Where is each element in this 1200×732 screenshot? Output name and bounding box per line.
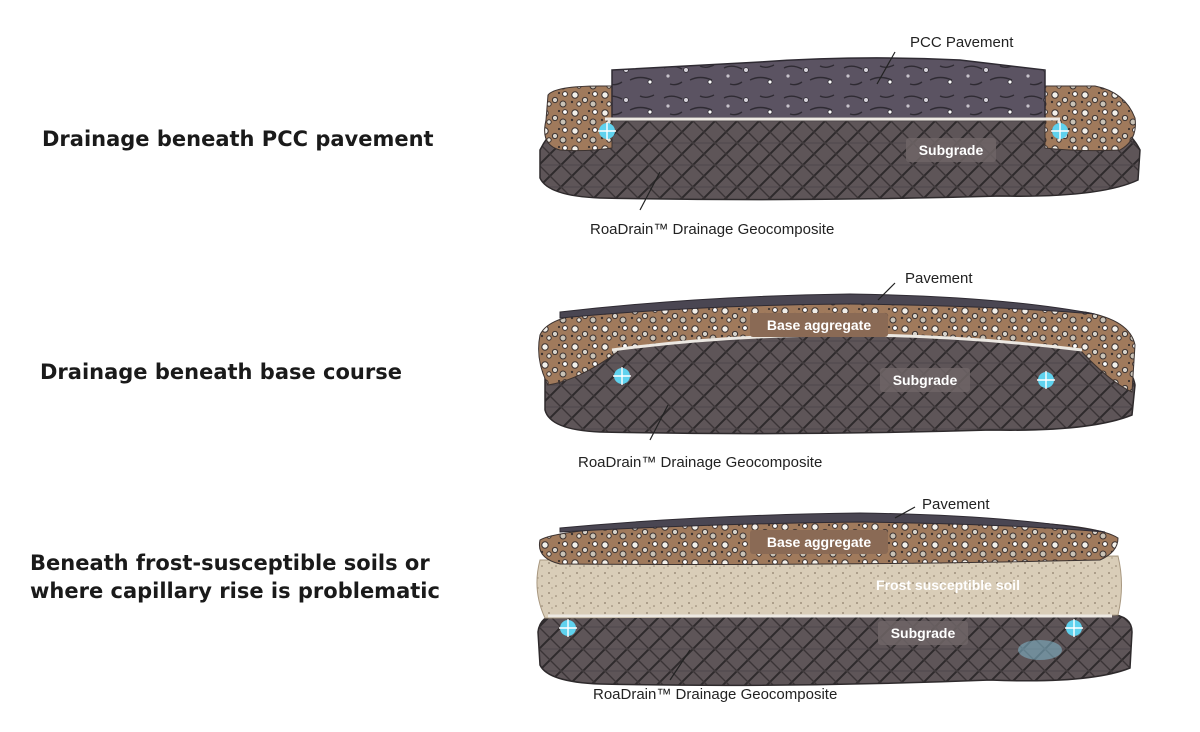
section-2-drain-right-icon [1037, 371, 1055, 389]
section-1-subgrade-label: Subgrade [919, 142, 984, 158]
section-2-heading: Drainage beneath base course [40, 358, 560, 386]
section-1-heading-line-1: Drainage beneath PCC pavement [42, 127, 434, 151]
section-1-heading: Drainage beneath PCC pavement [42, 125, 562, 153]
section-2-illustration: Base aggregate Subgrade Pavement RoaDrai… [538, 270, 1136, 471]
section-1-aggregate-right [1044, 85, 1136, 152]
section-3-top-callout-leader [894, 506, 916, 519]
section-3-heading-line-1: Beneath frost-susceptible soils or [30, 551, 430, 575]
section-3-bottom-callout: RoaDrain™ Drainage Geocomposite [593, 686, 837, 703]
section-1-bottom-callout: RoaDrain™ Drainage Geocomposite [590, 221, 834, 238]
section-3-frost-soil [536, 555, 1122, 619]
section-2-subgrade-label: Subgrade [893, 372, 958, 388]
section-3-illustration: Base aggregate Frost susceptible soil Su… [536, 496, 1133, 703]
section-3-heading-line-2: where capillary rise is problematic [30, 579, 440, 603]
section-2-bottom-callout: RoaDrain™ Drainage Geocomposite [578, 454, 822, 471]
section-2-aggregate-label: Base aggregate [767, 317, 871, 333]
section-3-top-callout: Pavement [922, 496, 990, 513]
section-3-pavement [559, 512, 1106, 533]
section-3-aggregate-label: Base aggregate [767, 534, 871, 550]
section-2-bottom-callout-leader [649, 404, 669, 441]
section-3-drain-right-icon [1065, 619, 1083, 637]
section-3-water-pocket [1018, 640, 1062, 660]
section-3-aggregate-label-box [750, 530, 888, 554]
section-3-subgrade-label-box [878, 621, 968, 645]
section-2-heading-line-1: Drainage beneath base course [40, 360, 402, 384]
section-2-top-callout-leader [877, 282, 896, 301]
section-1-top-callout-leader [876, 51, 896, 85]
section-1-illustration: Subgrade PCC Pavement RoaDrain™ Drainage… [539, 34, 1141, 238]
section-1-subgrade-label-box [906, 138, 996, 162]
section-2-top-callout: Pavement [905, 270, 973, 287]
section-3-bottom-callout-leader [669, 649, 691, 681]
section-2-subgrade-label-box [880, 368, 970, 392]
section-3-drain-left-icon [559, 619, 577, 637]
section-2-pavement [559, 293, 1096, 319]
section-3-subgrade-label: Subgrade [891, 625, 956, 641]
section-1-pcc-slab [611, 57, 1046, 119]
section-1-bottom-callout-leader [639, 171, 661, 211]
section-2-drain-left-icon [613, 367, 631, 385]
section-1-drain-right-icon [1051, 122, 1069, 140]
section-3-heading: Beneath frost-susceptible soils or where… [30, 549, 550, 605]
section-3-frost-label: Frost susceptible soil [876, 577, 1020, 593]
section-2-aggregate-label-box [750, 313, 888, 337]
section-1-top-callout: PCC Pavement [910, 34, 1014, 51]
section-1-drain-left-icon [598, 122, 616, 140]
section-1-aggregate-left [544, 85, 613, 152]
